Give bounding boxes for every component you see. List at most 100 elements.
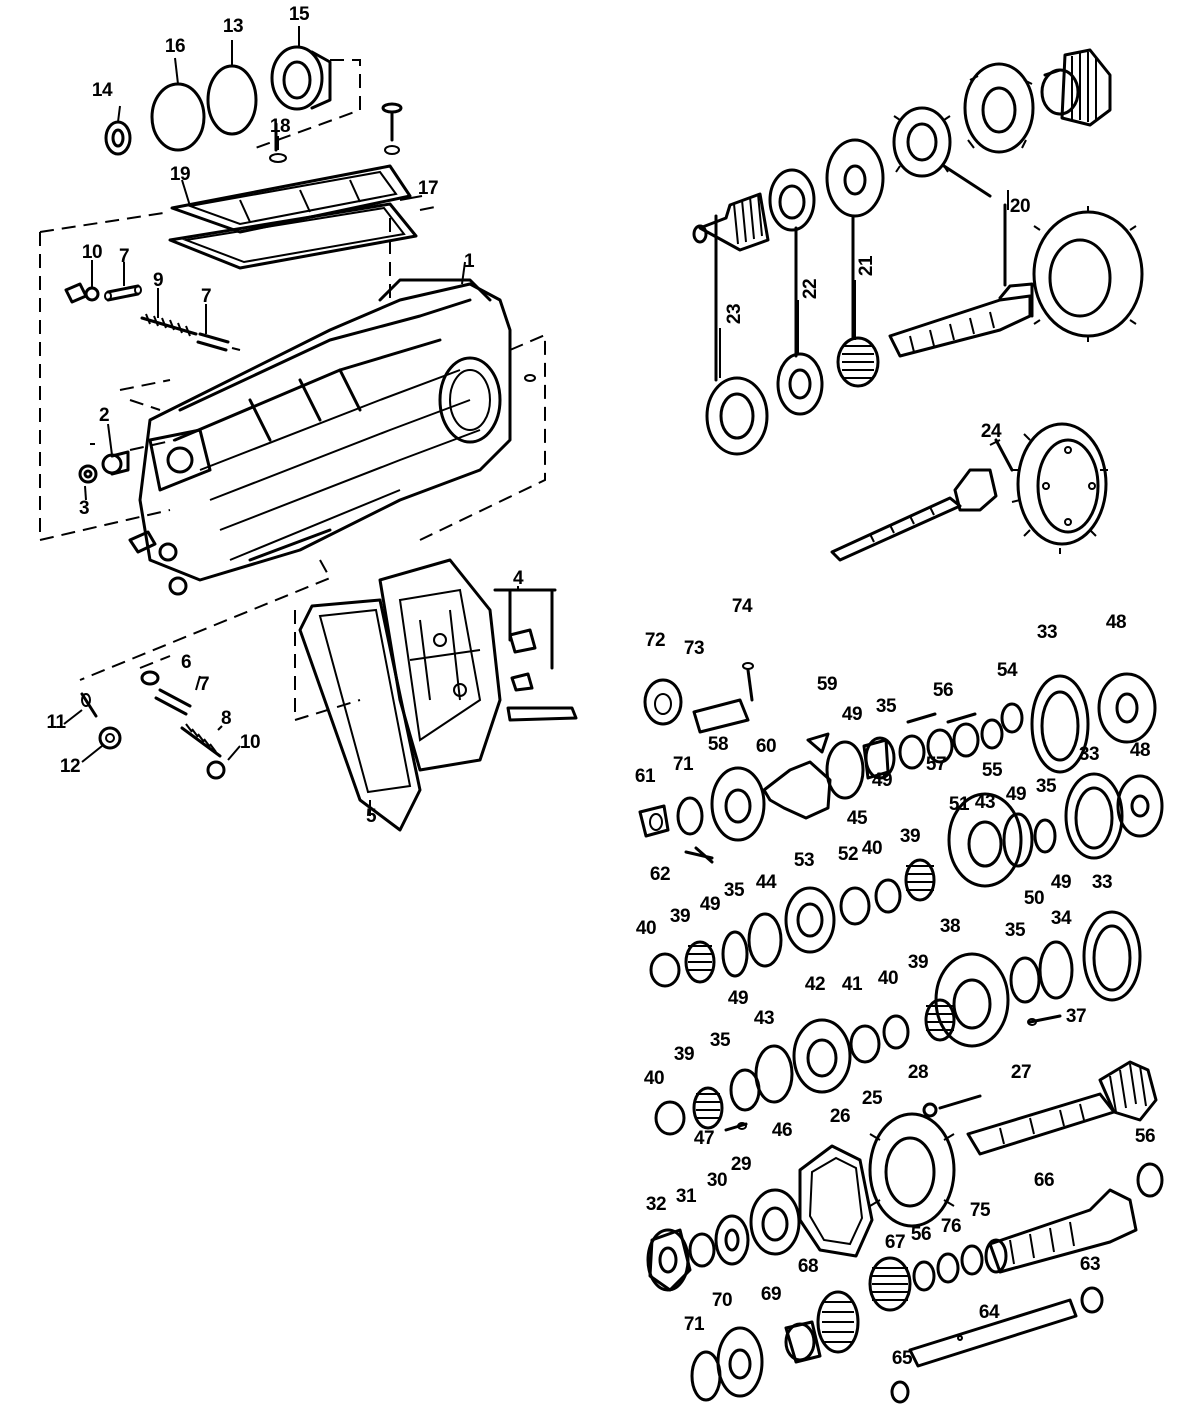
label-9: 9 xyxy=(153,270,163,291)
label-69: 69 xyxy=(761,1284,781,1305)
label-52: 52 xyxy=(838,844,858,865)
label-19: 19 xyxy=(170,164,190,185)
label-35-d: 35 xyxy=(1005,920,1026,941)
label-40-d: 40 xyxy=(644,1068,664,1089)
label-67: 67 xyxy=(885,1232,905,1253)
label-49-c: 49 xyxy=(1006,784,1026,805)
label-49-e: 49 xyxy=(700,894,720,915)
label-43-a: 43 xyxy=(975,792,995,813)
label-7-right: 7 xyxy=(201,286,211,307)
mainshaft-gear-stack xyxy=(638,662,1164,1404)
label-7-upper: 7 xyxy=(119,246,129,267)
label-55: 55 xyxy=(982,760,1003,781)
label-14: 14 xyxy=(92,80,113,101)
label-70: 70 xyxy=(712,1290,732,1311)
label-33-b: 33 xyxy=(1079,744,1099,765)
label-12: 12 xyxy=(60,756,80,777)
label-71-a: 71 xyxy=(673,754,694,775)
label-34: 34 xyxy=(1051,908,1072,929)
label-48-b: 48 xyxy=(1130,740,1150,761)
label-50: 50 xyxy=(1024,888,1044,909)
transmission-housing xyxy=(119,278,546,582)
label-26: 26 xyxy=(830,1106,850,1127)
label-47: 47 xyxy=(694,1128,714,1149)
label-57: 57 xyxy=(926,754,946,775)
label-38: 38 xyxy=(940,916,960,937)
label-24: 24 xyxy=(981,421,1002,442)
label-10-upper: 10 xyxy=(82,242,102,263)
label-13: 13 xyxy=(223,16,243,37)
label-39-a: 39 xyxy=(900,826,920,847)
label-56-a: 56 xyxy=(933,680,953,701)
label-22: 22 xyxy=(800,279,821,299)
label-40-c: 40 xyxy=(878,968,898,989)
label-56-c: 56 xyxy=(911,1224,931,1245)
label-60: 60 xyxy=(756,736,776,757)
label-16: 16 xyxy=(165,36,185,57)
label-21: 21 xyxy=(856,255,877,276)
label-3: 3 xyxy=(79,498,89,519)
label-35-a: 35 xyxy=(876,696,897,717)
top-cover-group xyxy=(39,45,441,541)
label-66: 66 xyxy=(1034,1170,1054,1191)
label-46: 46 xyxy=(772,1120,792,1141)
label-1: 1 xyxy=(464,251,475,272)
label-33-c: 33 xyxy=(1092,872,1112,893)
label-30: 30 xyxy=(707,1170,727,1191)
label-65: 65 xyxy=(892,1348,913,1369)
label-17: 17 xyxy=(418,178,438,199)
label-10-lower: 10 xyxy=(240,732,260,753)
label-49-a: 49 xyxy=(842,704,862,725)
label-2: 2 xyxy=(99,405,109,426)
label-20: 20 xyxy=(1010,196,1030,217)
label-72: 72 xyxy=(645,630,665,651)
label-71-b: 71 xyxy=(684,1314,705,1335)
label-35-c: 35 xyxy=(724,880,745,901)
label-35-b: 35 xyxy=(1036,776,1057,797)
label-56-b: 56 xyxy=(1135,1126,1155,1147)
label-49-f: 49 xyxy=(728,988,748,1009)
part-number-labels: 1 2 3 4 5 6 7 7 7 8 9 10 10 11 12 13 14 … xyxy=(46,4,1155,1369)
side-cover-group xyxy=(294,558,578,832)
label-39-c: 39 xyxy=(908,952,928,973)
label-68: 68 xyxy=(798,1256,818,1277)
label-37: 37 xyxy=(1066,1006,1086,1027)
label-48-a: 48 xyxy=(1106,612,1126,633)
label-62: 62 xyxy=(650,864,670,885)
label-39-d: 39 xyxy=(674,1044,694,1065)
shift-rail-parts xyxy=(64,282,332,780)
label-74: 74 xyxy=(732,596,753,617)
label-28: 28 xyxy=(908,1062,928,1083)
label-7-lower: 7 xyxy=(199,674,209,695)
label-73: 73 xyxy=(684,638,704,659)
label-76: 76 xyxy=(941,1216,961,1237)
label-31: 31 xyxy=(676,1186,697,1207)
label-43-b: 43 xyxy=(754,1008,774,1029)
label-58: 58 xyxy=(708,734,728,755)
label-23: 23 xyxy=(724,304,745,324)
label-59: 59 xyxy=(817,674,837,695)
label-63: 63 xyxy=(1080,1254,1100,1275)
label-75: 75 xyxy=(970,1200,991,1221)
label-8: 8 xyxy=(221,708,231,729)
label-33-a: 33 xyxy=(1037,622,1057,643)
label-53: 53 xyxy=(794,850,814,871)
label-44: 44 xyxy=(756,872,777,893)
label-11: 11 xyxy=(46,712,66,733)
label-18: 18 xyxy=(270,116,290,137)
label-27: 27 xyxy=(1011,1062,1031,1083)
leader-lines xyxy=(63,26,1009,816)
label-29: 29 xyxy=(731,1154,751,1175)
label-61: 61 xyxy=(635,766,656,787)
label-64: 64 xyxy=(979,1302,1000,1323)
label-41: 41 xyxy=(842,974,863,995)
label-54: 54 xyxy=(997,660,1018,681)
label-45: 45 xyxy=(847,808,868,829)
upper-gear-set xyxy=(692,48,1144,562)
label-42: 42 xyxy=(805,974,825,995)
label-49-d: 49 xyxy=(1051,872,1071,893)
label-32: 32 xyxy=(646,1194,666,1215)
label-15: 15 xyxy=(289,4,310,25)
label-40-a: 40 xyxy=(862,838,882,859)
